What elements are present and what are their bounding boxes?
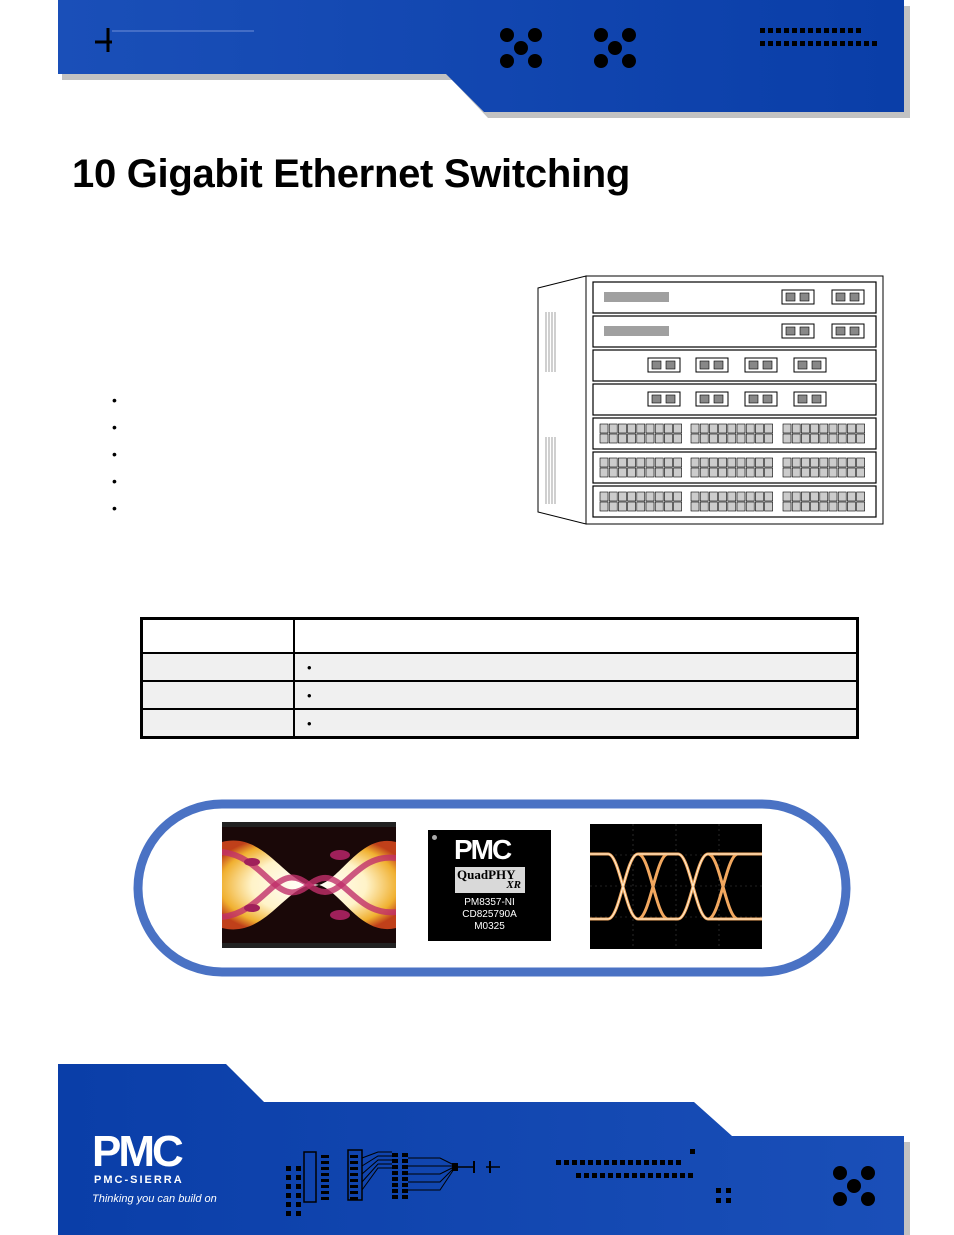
chip-marking-line: CD825790A [462, 909, 517, 920]
table-row: • [140, 708, 859, 739]
chip-product-name: QuadPHY [457, 867, 516, 882]
image-frame [133, 799, 851, 977]
bullet-icon: • [307, 687, 312, 703]
switch-slot [592, 281, 877, 314]
table-row: • [140, 680, 859, 710]
table-cell [140, 617, 295, 654]
switch-slot [592, 383, 877, 416]
circuit-board-icon [286, 1149, 731, 1216]
eye-diagram-noisy-image [222, 822, 396, 948]
chip-logo: PMC [454, 834, 512, 865]
footer-brand: PMC PMC-SIERRA Thinking you can build on [92, 1127, 252, 1213]
footer-band [58, 1064, 910, 1235]
bullet-icon: • [307, 715, 312, 731]
switch-slot [592, 451, 877, 484]
chip-product-badge: QuadPHY XR [455, 867, 525, 893]
chip-image: PMC QuadPHY XR PM8357-NI CD825790A M0325 [428, 830, 551, 941]
list-item [112, 390, 117, 417]
switch-slot [592, 315, 877, 348]
header-band [58, 0, 910, 118]
table-cell [140, 680, 295, 710]
table-cell: • [293, 708, 859, 739]
dot-cluster-icon [594, 28, 636, 68]
spec-table: • • • [140, 617, 859, 739]
eye-diagram-clean-image [590, 824, 762, 949]
page-title: 10 Gigabit Ethernet Switching [72, 152, 631, 196]
brand-logo: PMC [92, 1127, 184, 1176]
switch-slot [592, 349, 877, 382]
table-cell [140, 652, 295, 682]
chip-product-suffix: XR [506, 879, 521, 891]
switch-chassis-illustration [537, 275, 884, 525]
bullet-icon: • [307, 659, 312, 675]
table-header-row [140, 617, 859, 654]
table-cell [293, 617, 859, 654]
dot-row-icon [760, 28, 877, 46]
chip-marking-line: PM8357-NI [464, 897, 515, 908]
corner-dot-icon [432, 835, 437, 840]
table-cell: • [293, 680, 859, 710]
switch-slot [592, 417, 877, 450]
table-cell: • [293, 652, 859, 682]
list-item [112, 471, 117, 498]
list-item [112, 417, 117, 444]
table-row: • [140, 652, 859, 682]
table-cell [140, 708, 295, 739]
list-item [112, 444, 117, 471]
chip-marking-line: M0325 [474, 921, 505, 932]
dot-cluster-icon [833, 1166, 875, 1206]
dot-cluster-icon [500, 28, 542, 68]
list-item [112, 498, 117, 525]
brand-name: PMC-SIERRA [94, 1174, 184, 1186]
switch-slot [592, 485, 877, 518]
circuit-trace-icon [95, 28, 254, 52]
feature-list [112, 390, 117, 525]
tagline: Thinking you can build on [92, 1193, 217, 1205]
